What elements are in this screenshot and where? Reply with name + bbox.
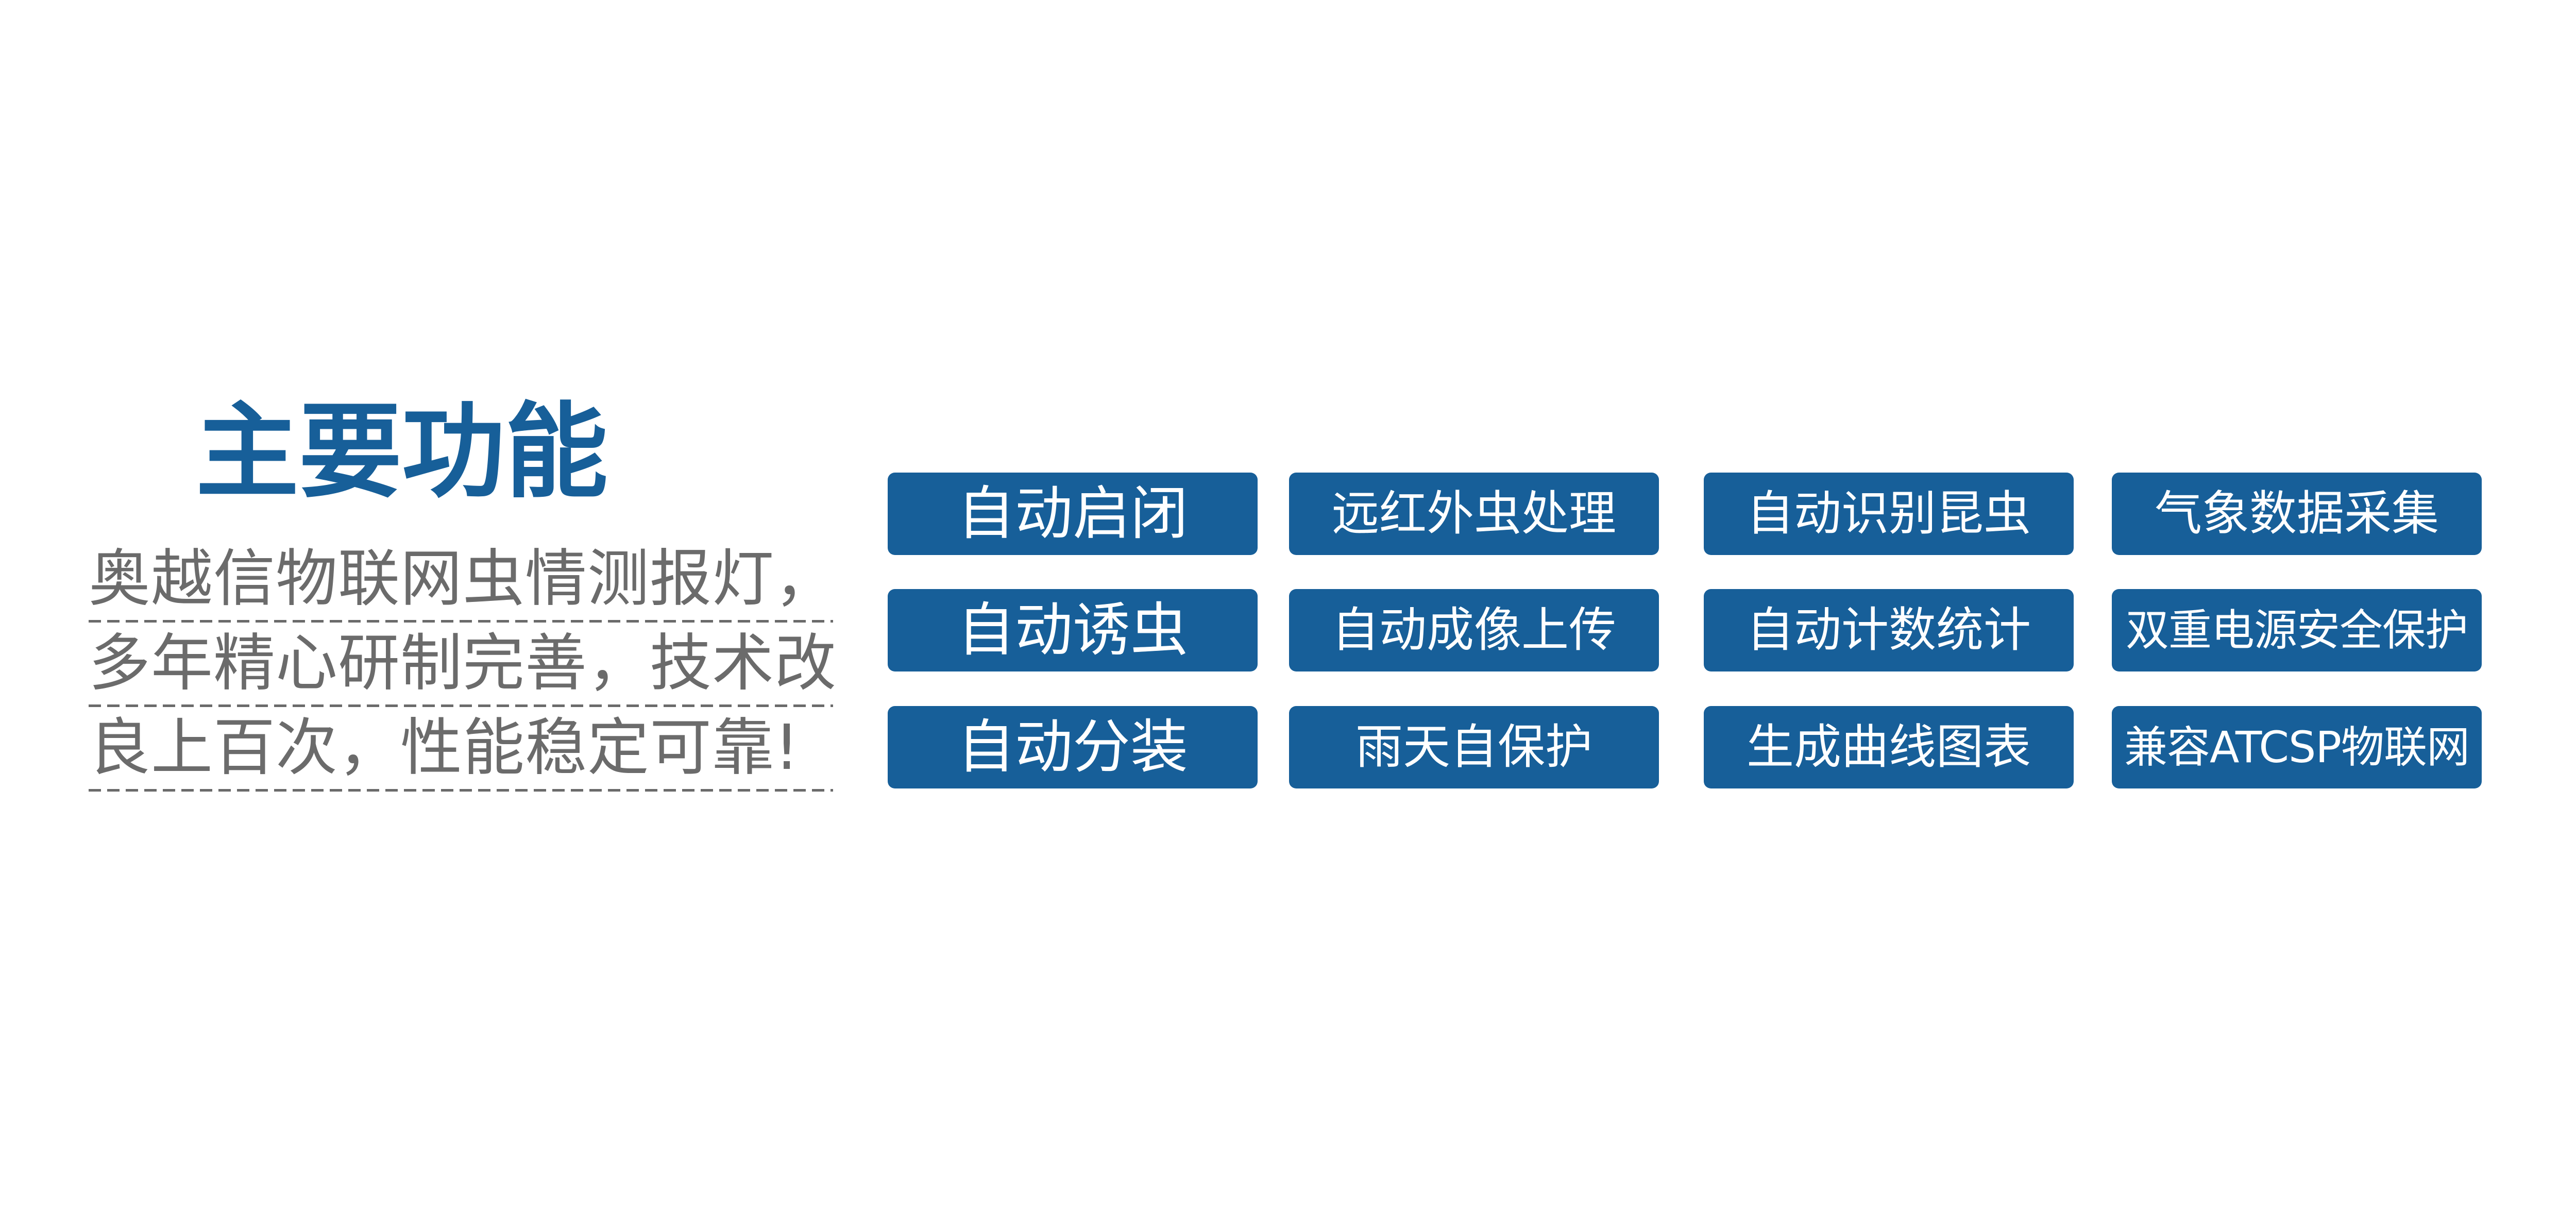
description-line: 多年精心研制完善，技术改 bbox=[89, 626, 836, 710]
feature-generate-charts[interactable]: 生成曲线图表 bbox=[1704, 706, 2074, 788]
feature-infrared-insect-processing[interactable]: 远红外虫处理 bbox=[1289, 473, 1659, 555]
dashed-divider bbox=[89, 789, 833, 792]
description-text: 奥越信物联网虫情测报灯， bbox=[89, 543, 837, 615]
product-description: 奥越信物联网虫情测报灯， 多年精心研制完善，技术改 良上百次，性能稳定可靠! bbox=[89, 541, 836, 795]
description-text: 多年精心研制完善，技术改 bbox=[89, 628, 837, 699]
description-text: 良上百次，性能稳定可靠! bbox=[89, 712, 800, 784]
feature-auto-count-statistics[interactable]: 自动计数统计 bbox=[1704, 589, 2074, 671]
feature-atcsp-iot-compatible[interactable]: 兼容ATCSP物联网 bbox=[2112, 706, 2482, 788]
feature-rain-self-protection[interactable]: 雨天自保护 bbox=[1289, 706, 1659, 788]
description-line: 奥越信物联网虫情测报灯， bbox=[89, 541, 836, 626]
dashed-divider bbox=[89, 704, 833, 707]
feature-dual-power-protection[interactable]: 双重电源安全保护 bbox=[2112, 589, 2482, 671]
feature-grid: 自动启闭 远红外虫处理 自动识别昆虫 气象数据采集 自动诱虫 自动成像上传 自动… bbox=[888, 473, 2482, 788]
feature-auto-insect-recognition[interactable]: 自动识别昆虫 bbox=[1704, 473, 2074, 555]
description-line: 良上百次，性能稳定可靠! bbox=[89, 710, 833, 795]
dashed-divider bbox=[89, 620, 833, 623]
feature-auto-switch[interactable]: 自动启闭 bbox=[888, 473, 1258, 555]
feature-auto-image-upload[interactable]: 自动成像上传 bbox=[1289, 589, 1659, 671]
page-title: 主要功能 bbox=[196, 392, 608, 512]
feature-auto-packaging[interactable]: 自动分装 bbox=[888, 706, 1258, 788]
feature-auto-insect-lure[interactable]: 自动诱虫 bbox=[888, 589, 1258, 671]
feature-weather-data-collection[interactable]: 气象数据采集 bbox=[2112, 473, 2482, 555]
